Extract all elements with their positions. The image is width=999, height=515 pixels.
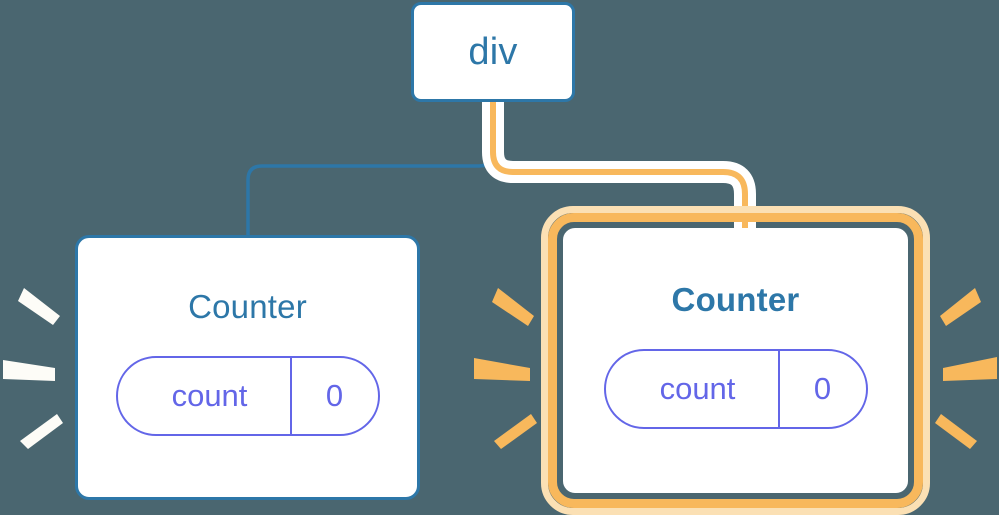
node-div-label: div	[468, 30, 518, 73]
spark-group-left-counter-left	[3, 288, 63, 449]
spark-icon	[494, 414, 537, 449]
spark-icon	[20, 414, 63, 449]
state-pill-right: count 0	[603, 349, 868, 429]
spark-icon	[474, 358, 530, 381]
spark-icon	[18, 288, 60, 325]
node-counter-right-label: Counter	[671, 281, 800, 318]
state-key-label: count	[659, 371, 736, 406]
spark-icon	[492, 288, 534, 326]
state-pill-left: count 0	[115, 356, 380, 436]
spark-icon	[935, 414, 977, 449]
spark-icon	[940, 288, 981, 326]
node-div[interactable]: div	[411, 2, 575, 102]
spark-group-right-counter-right	[935, 288, 997, 449]
node-counter-right[interactable]: Counter count 0	[563, 228, 908, 493]
edge-div-to-counter-left	[246, 100, 495, 240]
state-value-label: 0	[289, 358, 378, 434]
node-counter-left[interactable]: Counter count 0	[75, 235, 420, 500]
state-key-label: count	[171, 378, 248, 413]
state-value-label: 0	[777, 351, 866, 427]
spark-icon	[3, 360, 55, 381]
spark-icon	[943, 357, 997, 381]
node-counter-left-label: Counter	[188, 288, 307, 325]
spark-group-left-counter-right	[474, 288, 537, 449]
